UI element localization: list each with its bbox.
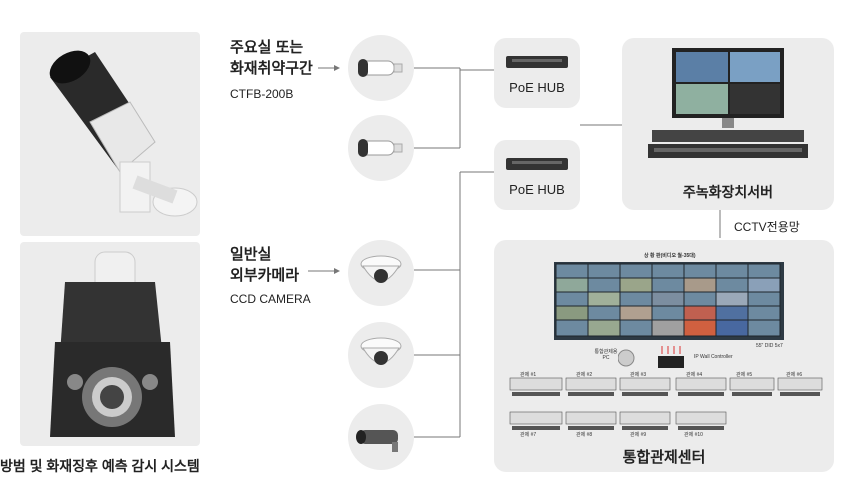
general-room-model: CCD CAMERA bbox=[230, 292, 311, 306]
desk-label-6: 관제 #6 bbox=[786, 372, 803, 378]
ir-camera-icon bbox=[50, 251, 175, 437]
switch-icon bbox=[506, 158, 568, 170]
desk-label-3: 관제 #3 bbox=[630, 372, 647, 378]
arrow-head-fire bbox=[334, 65, 340, 71]
desk-label-10: 관제 #10 bbox=[684, 432, 703, 438]
desk-label-1: 관제 #1 bbox=[520, 372, 537, 378]
dome-camera-icon bbox=[360, 255, 402, 283]
switch-icon bbox=[506, 56, 568, 68]
poe-hub-label-2: PoE HUB bbox=[509, 182, 565, 197]
bullet-camera-icon bbox=[358, 139, 403, 157]
system-title: 방범 및 화재징후 예측 감시 시스템 bbox=[0, 458, 200, 474]
desk-label-7: 관제 #7 bbox=[520, 432, 537, 438]
camera-circle-1 bbox=[348, 35, 414, 101]
control-center-box: 상 황 판(비디오 월-35대) 55" DID 5x7 통합관제용 PC IP… bbox=[494, 240, 834, 472]
camera-circle-2 bbox=[348, 115, 414, 181]
ir-bullet-camera-icon bbox=[356, 430, 398, 452]
controller-icon bbox=[618, 346, 684, 368]
bullet-camera-icon bbox=[49, 50, 198, 217]
video-wall-spec: 55" DID 5x7 bbox=[756, 343, 783, 349]
fire-zone-model: CTFB-200B bbox=[230, 87, 294, 101]
desk-label-9: 관제 #9 bbox=[630, 432, 647, 438]
poe-hub-box-2: PoE HUB bbox=[494, 140, 580, 210]
dome-camera-icon bbox=[360, 337, 402, 365]
fire-zone-label-2: 화재취약구간 bbox=[230, 60, 313, 77]
controller-label: IP Wall Controller bbox=[694, 354, 733, 360]
desk-label-5: 관제 #5 bbox=[736, 372, 753, 378]
arrow-head-general bbox=[334, 268, 340, 274]
video-wall-title: 상 황 판(비디오 월-35대) bbox=[644, 253, 696, 259]
control-pc-label: 통합관제용 PC bbox=[594, 349, 618, 361]
camera-circle-5 bbox=[348, 404, 414, 470]
desk-label-2: 관제 #2 bbox=[576, 372, 593, 378]
ccd-camera-photo bbox=[20, 242, 200, 446]
desk-label-8: 관제 #8 bbox=[576, 432, 593, 438]
server-box: 주녹화장치서버 bbox=[622, 38, 834, 210]
control-center-title: 통합관제센터 bbox=[622, 449, 706, 466]
fire-zone-label-1: 주요실 또는 bbox=[230, 39, 304, 56]
network-label: CCTV전용망 bbox=[734, 220, 800, 234]
server-title: 주녹화장치서버 bbox=[682, 184, 774, 200]
poe-hub-box-1: PoE HUB bbox=[494, 38, 580, 108]
server-icon bbox=[648, 48, 808, 158]
desk-label-4: 관제 #4 bbox=[686, 372, 703, 378]
video-wall-icon bbox=[554, 262, 784, 340]
workstations-icon bbox=[509, 377, 823, 430]
bullet-camera-photo bbox=[20, 32, 200, 236]
general-room-label-2: 외부카메라 bbox=[230, 267, 300, 284]
bullet-camera-icon bbox=[358, 59, 403, 77]
general-room-label-1: 일반실 bbox=[230, 246, 272, 263]
poe-hub-label-1: PoE HUB bbox=[509, 80, 565, 95]
camera-circle-4 bbox=[348, 322, 414, 388]
camera-circle-3 bbox=[348, 240, 414, 306]
